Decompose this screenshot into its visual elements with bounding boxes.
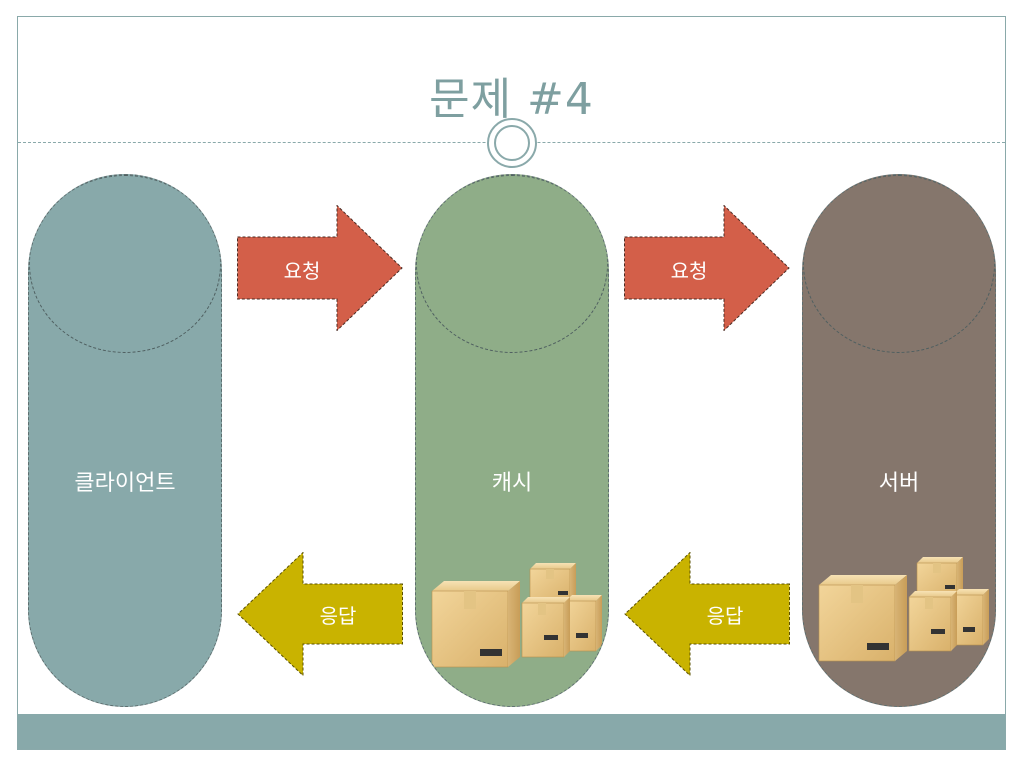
footer-bar [18,714,1005,749]
request-label: 요청 [670,259,708,283]
cylinder-top-ellipse [29,175,221,353]
box-right [952,589,989,646]
response-arrow-server-to-cache: 응답 [624,552,790,676]
box-middle [908,591,957,652]
request-label: 요청 [283,259,321,283]
cylinder-top-ellipse [803,175,995,353]
box-right [565,595,602,652]
cylinder-top-ellipse [416,175,608,353]
cache-cylinder: 캐시 [415,174,609,707]
client-cylinder: 클라이언트 [28,174,222,707]
response-arrow-cache-to-client: 응답 [237,552,403,676]
slide-title: 문제 #4 [429,74,594,125]
box-front-large [818,575,907,662]
cardboard-boxes-icon [818,557,989,662]
server-cylinder: 서버 [802,174,996,707]
request-arrow-cache-to-server: 요청 [624,205,790,331]
response-label: 응답 [319,604,357,628]
response-label: 응답 [706,604,744,628]
request-arrow-client-to-cache: 요청 [237,205,403,331]
divider-circle-ornament [487,118,537,168]
client-label: 클라이언트 [74,471,176,496]
cardboard-boxes-icon [431,563,602,668]
cache-label: 캐시 [491,471,533,496]
box-middle [521,597,570,658]
box-front-large [431,581,520,668]
server-label: 서버 [878,471,920,496]
slide: 문제 #4 클라이언트 캐시 [17,16,1006,750]
